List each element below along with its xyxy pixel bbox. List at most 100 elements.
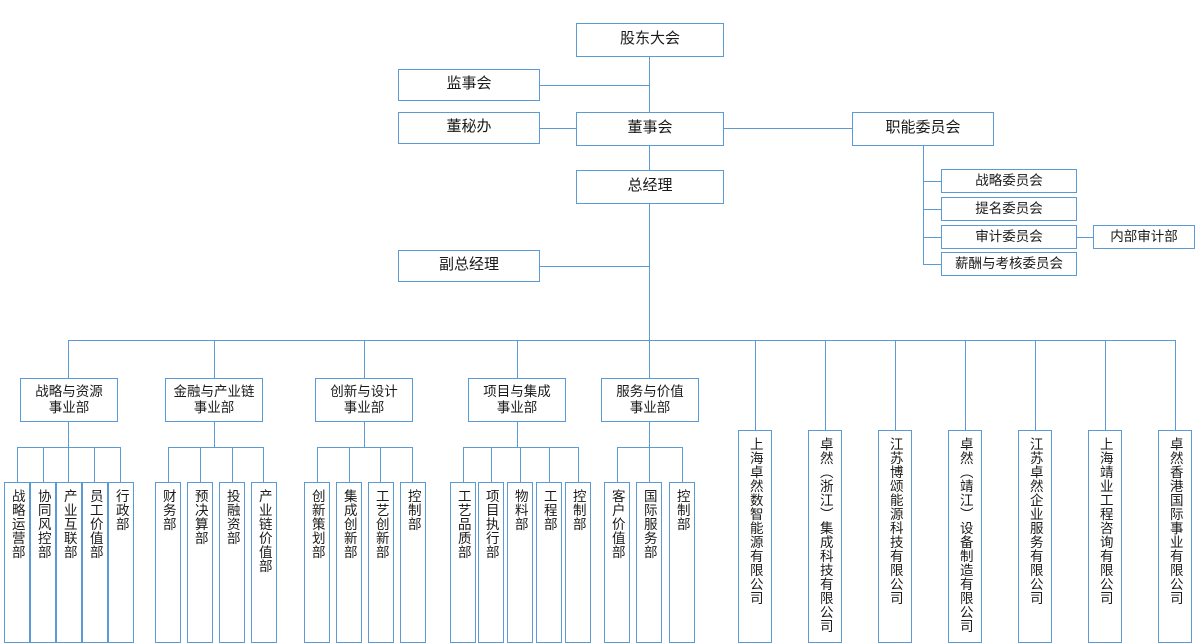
box-department[interactable]: 控制部 bbox=[565, 482, 591, 643]
box-department[interactable]: 产业互联部 bbox=[56, 482, 82, 643]
connector-bus-to-division-3 bbox=[364, 340, 365, 378]
connector-bus-to-subsidiary-6 bbox=[1105, 340, 1106, 430]
box-department[interactable]: 员工价值部 bbox=[82, 482, 108, 643]
box-department[interactable]: 国际服务部 bbox=[636, 482, 662, 643]
label-department: 工艺创新部 bbox=[373, 489, 389, 559]
connector-committee-2 bbox=[923, 209, 942, 210]
connector-committee-3 bbox=[923, 237, 942, 238]
box-department[interactable]: 财务部 bbox=[155, 482, 181, 643]
box-committee-strategy[interactable]: 战略委员会 bbox=[941, 169, 1077, 193]
label-department: 控制部 bbox=[405, 489, 421, 531]
connector-secretary-to-board bbox=[540, 128, 577, 129]
label-division-project-integration: 项目与集成 事业部 bbox=[483, 383, 551, 415]
connector-supervisory-to-spine bbox=[540, 85, 650, 86]
box-subsidiary[interactable]: 卓然香港国际事业有限公司 bbox=[1158, 430, 1192, 643]
label-department: 投融资部 bbox=[224, 489, 240, 545]
box-department[interactable]: 协同风控部 bbox=[30, 482, 56, 643]
box-shareholders-meeting[interactable]: 股东大会 bbox=[576, 23, 724, 57]
label-department: 行政部 bbox=[113, 489, 129, 531]
label-subsidiary: 卓然（靖江）设备制造有限公司 bbox=[957, 437, 973, 633]
connector-committee-4 bbox=[923, 264, 942, 265]
box-department[interactable]: 预决算部 bbox=[187, 482, 213, 643]
box-subsidiary[interactable]: 江苏博颂能源科技有限公司 bbox=[878, 430, 912, 643]
box-department[interactable]: 控制部 bbox=[669, 482, 695, 643]
connector-d1-dept-1 bbox=[17, 447, 18, 482]
box-committee-nomination[interactable]: 提名委员会 bbox=[941, 197, 1077, 221]
box-division-innovation-design[interactable]: 创新与设计 事业部 bbox=[315, 378, 413, 422]
box-subsidiary[interactable]: 上海卓然数智能源有限公司 bbox=[738, 430, 772, 643]
box-division-strategy-resources[interactable]: 战略与资源 事业部 bbox=[20, 378, 118, 422]
label-deputy-general-manager: 副总经理 bbox=[438, 257, 499, 274]
connector-d3-dept-2 bbox=[349, 447, 350, 482]
connector-d2-dept-2 bbox=[200, 447, 201, 482]
label-department: 物料部 bbox=[512, 489, 528, 531]
connector-d4-dept-4 bbox=[549, 447, 550, 482]
box-department[interactable]: 项目执行部 bbox=[478, 482, 504, 643]
connector-d5-dept-1 bbox=[617, 447, 618, 482]
box-board-secretary-office[interactable]: 董秘办 bbox=[398, 112, 540, 144]
connector-division-2-bus bbox=[168, 447, 263, 448]
connector-d4-dept-5 bbox=[578, 447, 579, 482]
connector-division-1-stem bbox=[68, 422, 69, 447]
label-department: 协同风控部 bbox=[35, 489, 51, 559]
connector-bus-to-division-2 bbox=[214, 340, 215, 378]
label-board-secretary-office: 董秘办 bbox=[446, 119, 492, 136]
box-department[interactable]: 创新策划部 bbox=[304, 482, 330, 643]
box-committee-audit[interactable]: 审计委员会 bbox=[941, 225, 1077, 249]
label-department: 员工价值部 bbox=[87, 489, 103, 559]
box-department[interactable]: 集成创新部 bbox=[336, 482, 362, 643]
box-department[interactable]: 工程部 bbox=[536, 482, 562, 643]
box-department[interactable]: 物料部 bbox=[507, 482, 533, 643]
connector-committee-rail bbox=[923, 146, 924, 264]
box-department[interactable]: 工艺创新部 bbox=[368, 482, 394, 643]
connector-d1-dept-5 bbox=[120, 447, 121, 482]
connector-d4-dept-3 bbox=[520, 447, 521, 482]
box-department[interactable]: 客户价值部 bbox=[604, 482, 630, 643]
box-department[interactable]: 战略运营部 bbox=[4, 482, 30, 643]
box-internal-audit-department[interactable]: 内部审计部 bbox=[1093, 225, 1195, 249]
box-division-service-value[interactable]: 服务与价值 事业部 bbox=[601, 378, 699, 422]
box-department[interactable]: 控制部 bbox=[400, 482, 426, 643]
box-division-finance-industry-chain[interactable]: 金融与产业链 事业部 bbox=[165, 378, 263, 422]
box-department[interactable]: 工艺品质部 bbox=[450, 482, 476, 643]
label-department: 客户价值部 bbox=[609, 489, 625, 559]
label-internal-audit-department: 内部审计部 bbox=[1110, 229, 1178, 245]
connector-board-to-committees bbox=[724, 128, 853, 129]
label-subsidiary: 卓然香港国际事业有限公司 bbox=[1167, 437, 1183, 605]
box-subsidiary[interactable]: 卓然（浙江）集成科技有限公司 bbox=[808, 430, 842, 643]
label-department: 产业链价值部 bbox=[256, 489, 272, 573]
box-deputy-general-manager[interactable]: 副总经理 bbox=[398, 250, 540, 282]
connector-d5-dept-3 bbox=[682, 447, 683, 482]
label-committee-strategy: 战略委员会 bbox=[975, 173, 1043, 189]
box-subsidiary[interactable]: 江苏卓然企业服务有限公司 bbox=[1018, 430, 1052, 643]
connector-gm-spine bbox=[649, 204, 650, 341]
connector-committee-1 bbox=[923, 181, 942, 182]
box-board-of-directors[interactable]: 董事会 bbox=[576, 112, 724, 146]
connector-bus-to-division-1 bbox=[68, 340, 69, 378]
label-committee-audit: 审计委员会 bbox=[975, 229, 1043, 245]
connector-d1-dept-3 bbox=[68, 447, 69, 482]
box-department[interactable]: 产业链价值部 bbox=[251, 482, 277, 643]
connector-d3-dept-3 bbox=[380, 447, 381, 482]
label-board-of-directors: 董事会 bbox=[627, 120, 673, 137]
connector-division-2-stem bbox=[214, 422, 215, 447]
box-division-project-integration[interactable]: 项目与集成 事业部 bbox=[468, 378, 566, 422]
box-supervisory-board[interactable]: 监事会 bbox=[398, 69, 540, 101]
box-department[interactable]: 行政部 bbox=[108, 482, 134, 643]
box-general-manager[interactable]: 总经理 bbox=[576, 170, 724, 204]
connector-d4-dept-1 bbox=[463, 447, 464, 482]
label-department: 国际服务部 bbox=[641, 489, 657, 559]
connector-bus-to-division-4 bbox=[517, 340, 518, 378]
connector-d5-dept-2 bbox=[649, 447, 650, 482]
connector-deputy-to-spine bbox=[540, 266, 650, 267]
connector-d1-dept-4 bbox=[94, 447, 95, 482]
box-subsidiary[interactable]: 卓然（靖江）设备制造有限公司 bbox=[948, 430, 982, 643]
box-committee-compensation[interactable]: 薪酬与考核委员会 bbox=[941, 252, 1077, 276]
label-department: 战略运营部 bbox=[9, 489, 25, 559]
box-department[interactable]: 投融资部 bbox=[219, 482, 245, 643]
box-subsidiary[interactable]: 上海靖业工程咨询有限公司 bbox=[1088, 430, 1122, 643]
connector-bus-to-subsidiary-7 bbox=[1175, 340, 1176, 430]
box-functional-committees[interactable]: 职能委员会 bbox=[852, 112, 994, 146]
connector-d2-dept-4 bbox=[263, 447, 264, 482]
